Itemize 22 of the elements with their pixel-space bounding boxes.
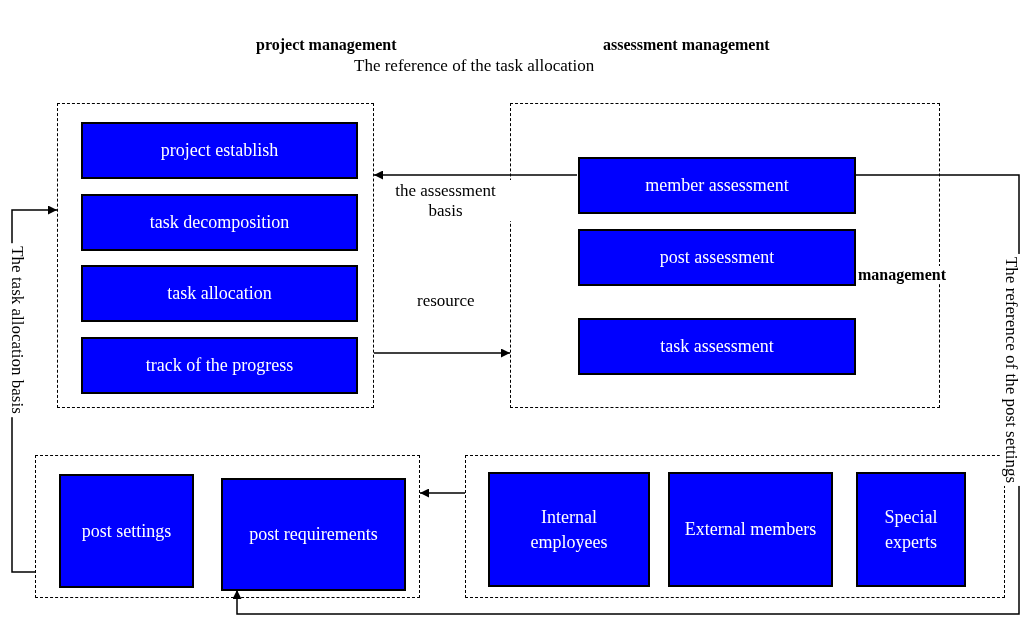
dashed-group-frame xyxy=(35,455,420,598)
edge-label: The reference of the post settings xyxy=(1000,253,1022,487)
process-box: member assessment xyxy=(578,157,856,214)
process-box: post settings xyxy=(59,474,194,588)
heading-label: assessment management xyxy=(603,36,770,54)
note-label: The reference of the task allocation xyxy=(354,56,595,76)
dashed-group-frame xyxy=(57,103,374,408)
process-box: task assessment xyxy=(578,318,856,375)
arrow xyxy=(373,170,578,180)
process-box: Internal employees xyxy=(488,472,650,587)
process-box: post requirements xyxy=(221,478,406,591)
process-box: track of the progress xyxy=(81,337,358,394)
arrow xyxy=(373,348,511,358)
heading-label: management xyxy=(858,266,946,284)
heading-label: project management xyxy=(256,36,397,54)
process-box: task allocation xyxy=(81,265,358,322)
process-box: project establish xyxy=(81,122,358,179)
arrow xyxy=(419,488,466,498)
process-box: External members xyxy=(668,472,833,587)
process-box: Special experts xyxy=(856,472,966,587)
process-box: task decomposition xyxy=(81,194,358,251)
process-box: post assessment xyxy=(578,229,856,286)
